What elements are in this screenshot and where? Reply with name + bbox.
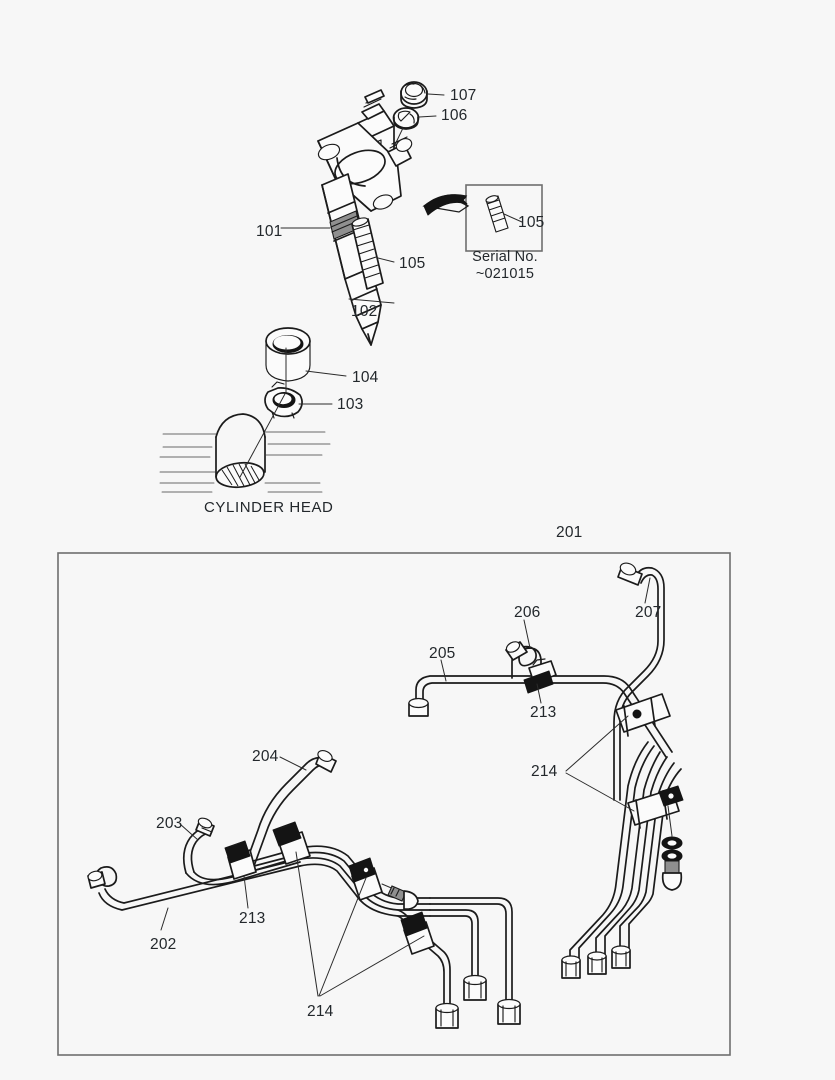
clamp-214-right-upper-art — [615, 693, 671, 737]
leader-214-left-c — [318, 877, 367, 997]
leader-207 — [644, 577, 651, 604]
group-callout-201: 201 — [556, 524, 583, 541]
line-end-nut — [497, 998, 521, 1025]
stud-bolt-105-art — [351, 217, 384, 290]
injector-side-port-art — [387, 136, 413, 167]
left-line-bundle-art — [185, 845, 521, 1029]
leader-202 — [160, 907, 169, 931]
line-end-nut — [561, 955, 581, 979]
callout-203: 203 — [156, 815, 183, 832]
line-206-art — [505, 641, 542, 681]
callout-101: 101 — [256, 223, 283, 240]
leader-205 — [440, 659, 447, 682]
callout-103: 103 — [337, 396, 364, 413]
cylinder-head-caption: CYLINDER HEAD — [204, 499, 334, 516]
clamp-214-right-lower-art — [627, 785, 684, 829]
callout-205: 205 — [429, 645, 456, 662]
line-end-nut — [435, 1002, 459, 1029]
clamp-214-left-lower-art — [348, 857, 383, 901]
line-204-art — [245, 750, 337, 867]
cylinder-head-art — [159, 413, 331, 493]
clamp-bolt-left-art — [381, 883, 419, 910]
callout-213-upper: 213 — [530, 704, 557, 721]
callout-214-right: 214 — [531, 763, 558, 780]
inset-callout-105: 105 — [518, 214, 545, 231]
callout-214-left: 214 — [307, 1003, 334, 1020]
leader-213-lower — [243, 875, 249, 909]
seal-washer-106-art — [392, 107, 420, 130]
leader-104 — [305, 370, 347, 377]
line-end-nut — [611, 945, 631, 969]
line-202-art — [87, 858, 301, 911]
serial-caption-line1: Serial No. — [472, 249, 538, 265]
clamp-214-left-bottom-art — [400, 911, 435, 955]
leader-214-right-b — [565, 772, 635, 812]
leader-214-right-a — [565, 715, 629, 772]
callout-206: 206 — [514, 604, 541, 621]
injector-exploded-view — [159, 81, 543, 493]
bolt-and-washers-art — [661, 805, 683, 891]
callout-207: 207 — [635, 604, 662, 621]
callout-106: 106 — [441, 107, 468, 124]
line-203-art — [182, 817, 215, 874]
callout-105: 105 — [399, 255, 426, 272]
serial-inset-art — [422, 184, 543, 252]
clamp-213-lower-art — [224, 840, 257, 880]
clamp-214-left-upper-art — [272, 821, 311, 865]
leader-204 — [279, 756, 307, 771]
line-207-art — [613, 562, 665, 801]
clamp-213-upper-art — [523, 658, 557, 694]
leader-203 — [179, 823, 199, 841]
cap-nut-107-art — [400, 81, 428, 109]
leader-105-upper — [377, 257, 395, 263]
callout-213-lower: 213 — [239, 910, 266, 927]
callout-202: 202 — [150, 936, 177, 953]
serial-caption-line2: ~021015 — [475, 266, 535, 282]
callout-104: 104 — [352, 369, 379, 386]
fuel-line-panel-border — [57, 552, 731, 1056]
nozzle-gasket-103-art — [264, 381, 303, 419]
nozzle-sleeve-104-art — [265, 327, 311, 382]
leader-213-upper — [536, 683, 542, 704]
leader-102 — [348, 298, 395, 304]
line-end-nut — [463, 974, 487, 1001]
line-205-art — [408, 675, 673, 758]
callout-204: 204 — [252, 748, 279, 765]
leader-106 — [418, 115, 437, 118]
right-line-bundle-art — [561, 741, 682, 979]
leader-214-left-b — [319, 935, 425, 997]
line-end-nut — [587, 951, 607, 975]
leader-206 — [523, 619, 531, 649]
fuel-line-assembly-art — [87, 562, 684, 1029]
callout-107: 107 — [450, 87, 477, 104]
leader-214-left-a — [295, 851, 319, 997]
callout-102: 102 — [351, 303, 378, 320]
leader-107 — [427, 93, 445, 96]
